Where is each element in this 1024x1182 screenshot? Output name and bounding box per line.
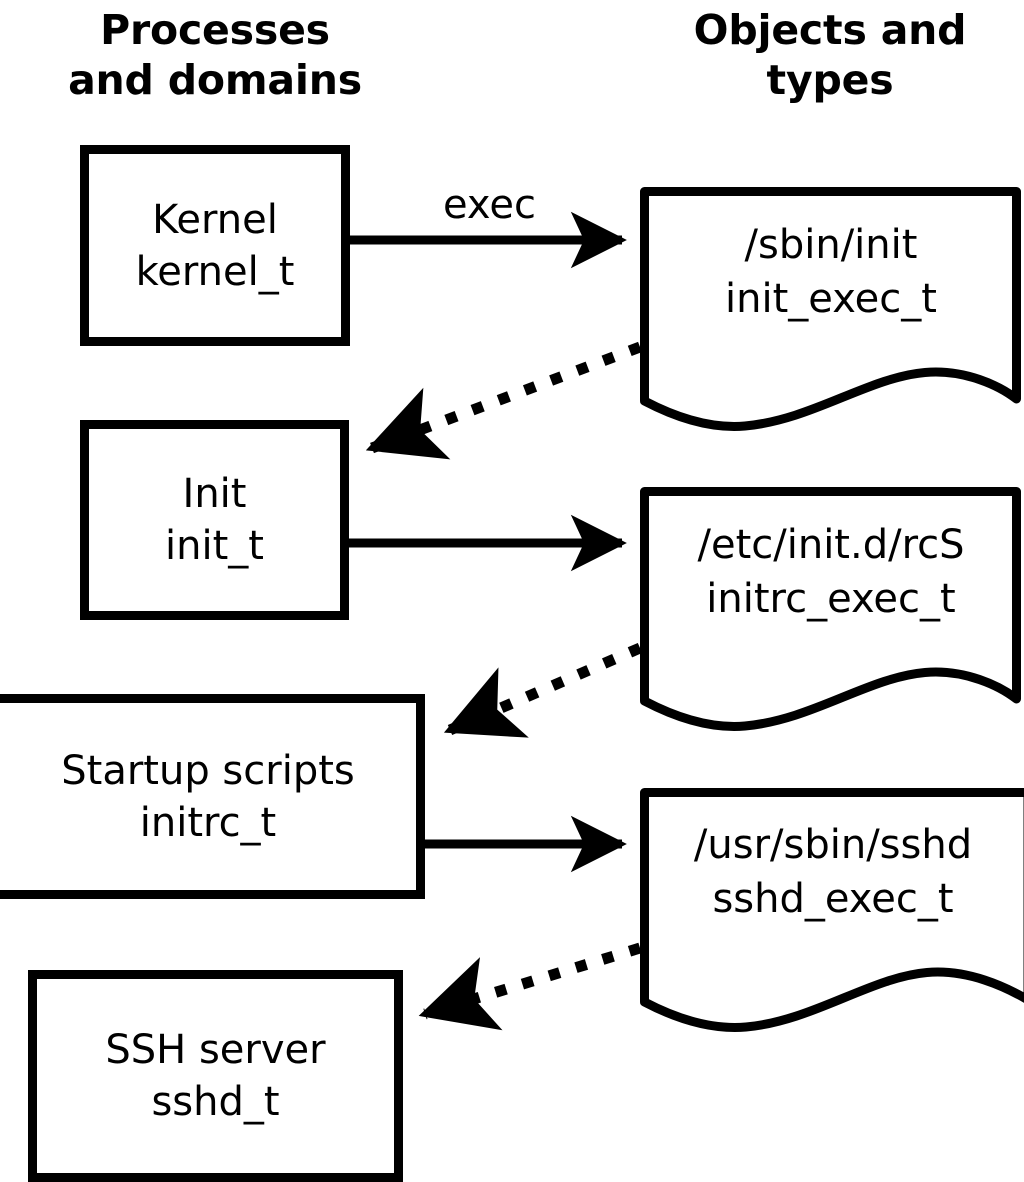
process-node-sshd[interactable]: SSH server sshd_t — [28, 970, 403, 1182]
object-shape-sshd-exec — [645, 793, 1024, 1028]
process-node-initrc-name: Startup scripts — [61, 745, 354, 797]
object-shape-initrc-exec — [645, 492, 1017, 727]
column-title-processes: Processes and domains — [20, 5, 410, 105]
edge-label-exec: exec — [443, 183, 536, 227]
process-node-sshd-name: SSH server — [105, 1024, 325, 1076]
process-node-kernel-name: Kernel — [152, 194, 278, 246]
process-node-init[interactable]: Init init_t — [80, 420, 349, 620]
edge-init-exec-transition — [372, 347, 640, 448]
column-title-objects: Objects and types — [625, 5, 1024, 105]
process-node-init-name: Init — [183, 468, 247, 520]
edge-initrc-exec-transition — [450, 648, 640, 730]
process-node-sshd-type: sshd_t — [151, 1076, 279, 1128]
edge-sshd-exec-transition — [425, 948, 640, 1014]
process-node-kernel-type: kernel_t — [136, 246, 295, 298]
object-shape-init-exec — [645, 192, 1017, 427]
process-node-initrc-type: initrc_t — [140, 797, 277, 849]
process-node-initrc[interactable]: Startup scripts initrc_t — [0, 694, 425, 899]
process-node-kernel[interactable]: Kernel kernel_t — [80, 145, 350, 346]
process-node-init-type: init_t — [165, 520, 264, 572]
